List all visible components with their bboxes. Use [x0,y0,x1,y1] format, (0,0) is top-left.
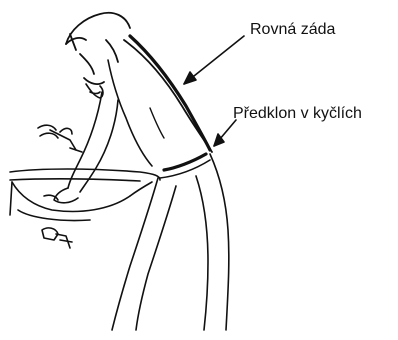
sink [10,169,160,221]
arrow-hip-bend [214,120,236,146]
arrow-straight-back [184,36,244,84]
raised-hand [86,84,103,98]
label-straight-back: Rovná záda [250,22,335,38]
faucet-upper [38,125,82,152]
head [66,13,130,84]
label-hip-bend: Předklon v kyčlích [233,106,362,122]
torso [108,36,212,178]
arms [44,92,118,203]
faucet-lower [42,228,72,248]
